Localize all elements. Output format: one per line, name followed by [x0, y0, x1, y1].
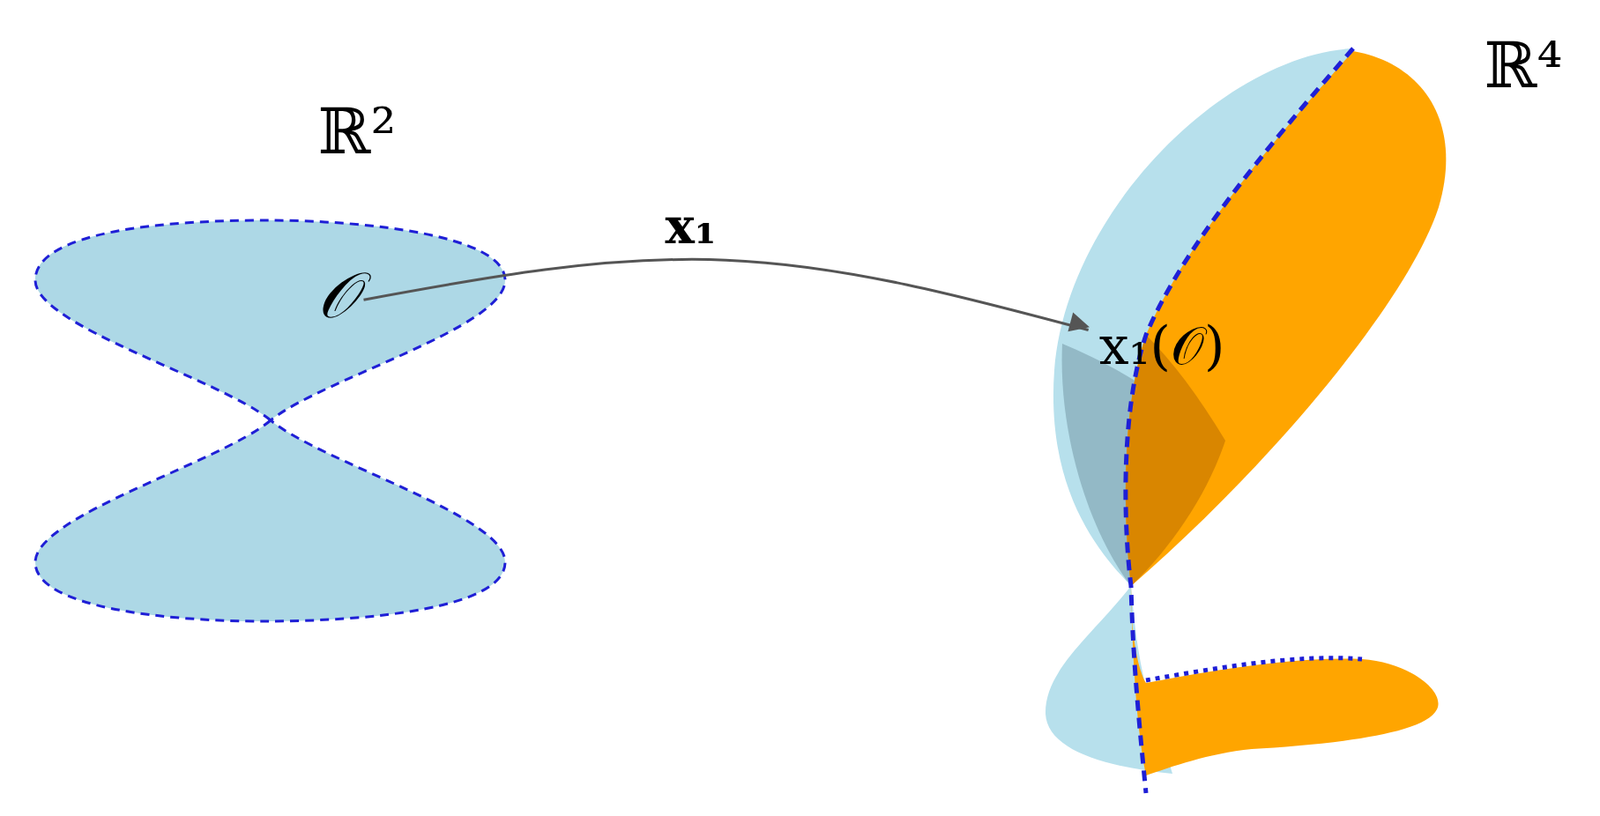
planar-region [35, 220, 506, 622]
mapping-arrow [364, 259, 1089, 330]
space-label: ℝ⁴ [1484, 30, 1563, 101]
surface-orange-bottom [1131, 586, 1439, 776]
boundary-curve [1125, 48, 1354, 794]
boundary-curve [1146, 658, 1362, 681]
surface [1045, 48, 1446, 794]
map-name: x₁ [665, 199, 717, 254]
space-label: ℝ² [318, 96, 397, 167]
image-set: x₁(𝒪) [1093, 314, 1231, 377]
domain-set: 𝒪 [312, 259, 363, 333]
region-bottom-lobe [35, 420, 506, 622]
math-label: 𝒪 [317, 260, 358, 331]
region-top-lobe [35, 220, 506, 421]
math-label: x₁(𝒪) [1099, 316, 1226, 375]
